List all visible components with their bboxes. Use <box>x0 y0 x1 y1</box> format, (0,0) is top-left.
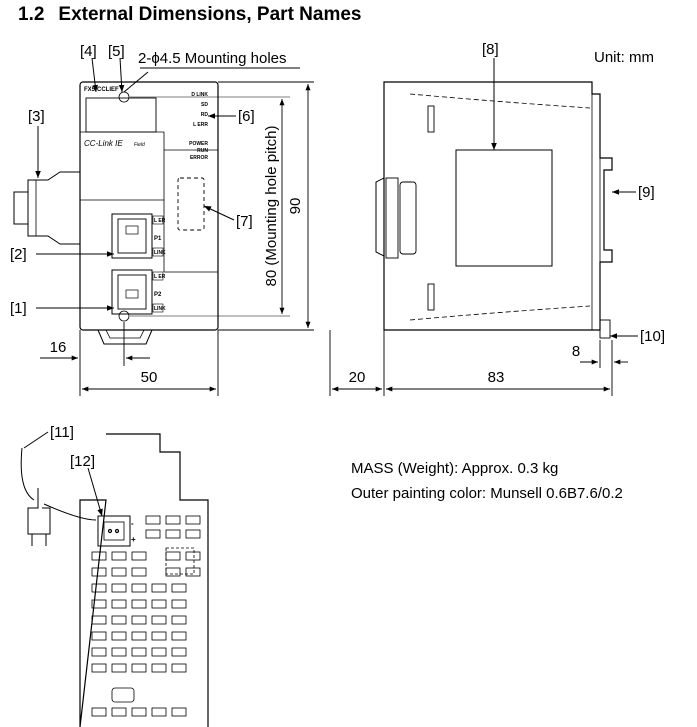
terminal-plus: + <box>131 535 136 544</box>
front-panel-text: FX5-CCLIEF D LINK SD RD L ERR CC-Link IE… <box>84 87 208 312</box>
pitch-label: 80 (Mounting hole pitch) <box>263 126 280 287</box>
side-body <box>383 81 613 331</box>
led-dlink: D LINK <box>191 92 208 98</box>
part-label-12: [12] <box>70 453 95 470</box>
cover-window <box>85 97 157 133</box>
mounting-hole-top <box>118 91 130 103</box>
dim-depth: 83 <box>488 369 505 386</box>
part-label-8: [8] <box>482 41 499 58</box>
rear-view <box>20 433 209 727</box>
side-leaders <box>491 58 638 339</box>
part-label-3: [3] <box>28 108 45 125</box>
led-lerr: L ERR <box>193 122 208 128</box>
part-label-6: [6] <box>238 108 255 125</box>
rear-vents <box>91 515 201 717</box>
unit-label: Unit: mm <box>594 49 654 66</box>
paint-line: Outer painting color: Munsell 0.6B7.6/0.… <box>351 485 623 502</box>
p2-led-ler: L ER <box>154 274 166 280</box>
section-number: 1.2 <box>18 4 45 25</box>
side-view <box>375 81 613 339</box>
rear-leaders <box>23 431 103 517</box>
front-view <box>13 81 219 345</box>
port1-housing <box>111 213 153 259</box>
mounting-hole-bottom <box>118 310 130 322</box>
led-run: RUN <box>197 148 208 154</box>
led-power: POWER <box>189 141 208 147</box>
p2-label: P2 <box>154 292 162 298</box>
dim-rail: 8 <box>572 343 580 360</box>
dim-depth-front: 20 <box>349 369 366 386</box>
p1-led-ler: L ER <box>154 218 166 224</box>
part-label-1: [1] <box>10 300 27 317</box>
led-rd: RD <box>201 112 209 118</box>
section-title: External Dimensions, Part Names <box>58 4 362 25</box>
dim-width: 50 <box>141 369 158 386</box>
extension-connector <box>177 177 205 231</box>
side-label-area <box>455 149 553 267</box>
dim-height: 90 <box>287 198 304 215</box>
part-label-9: [9] <box>638 184 655 201</box>
front-dimensions <box>40 81 314 396</box>
front-leaders <box>35 57 300 311</box>
part-label-7: [7] <box>236 213 253 230</box>
side-dimensions <box>329 330 628 396</box>
cc-link-logo-suffix: Field <box>134 142 145 148</box>
port2-housing <box>111 269 153 315</box>
dim-offset: 16 <box>50 339 67 356</box>
p1-led-link: LINK <box>154 250 166 256</box>
led-sd: SD <box>201 102 208 108</box>
part-label-5: [5] <box>108 43 125 60</box>
part-label-4: [4] <box>80 43 97 60</box>
led-error: ERROR <box>190 155 208 161</box>
part-label-2: [2] <box>10 246 27 263</box>
model-label: FX5-CCLIEF <box>84 87 119 93</box>
labels: [4] [5] 2-ϕ4.5 Mounting holes [6] [3] [7… <box>10 41 665 544</box>
mounting-holes-label: 2-ϕ4.5 Mounting holes <box>138 50 287 67</box>
mass-line: MASS (Weight): Approx. 0.3 kg <box>351 460 559 477</box>
part-label-10: [10] <box>640 328 665 345</box>
page-title: 1.2 External Dimensions, Part Names <box>18 4 362 26</box>
p1-label: P1 <box>154 236 162 242</box>
terminal-minus: - <box>131 519 134 528</box>
module-body <box>79 81 219 331</box>
rear-body <box>79 433 209 727</box>
cc-link-logo: CC-Link IE <box>84 139 123 148</box>
specification-text: MASS (Weight): Approx. 0.3 kg Outer pain… <box>351 456 623 506</box>
part-label-11: [11] <box>50 424 74 441</box>
p2-led-link: LINK <box>154 306 166 312</box>
